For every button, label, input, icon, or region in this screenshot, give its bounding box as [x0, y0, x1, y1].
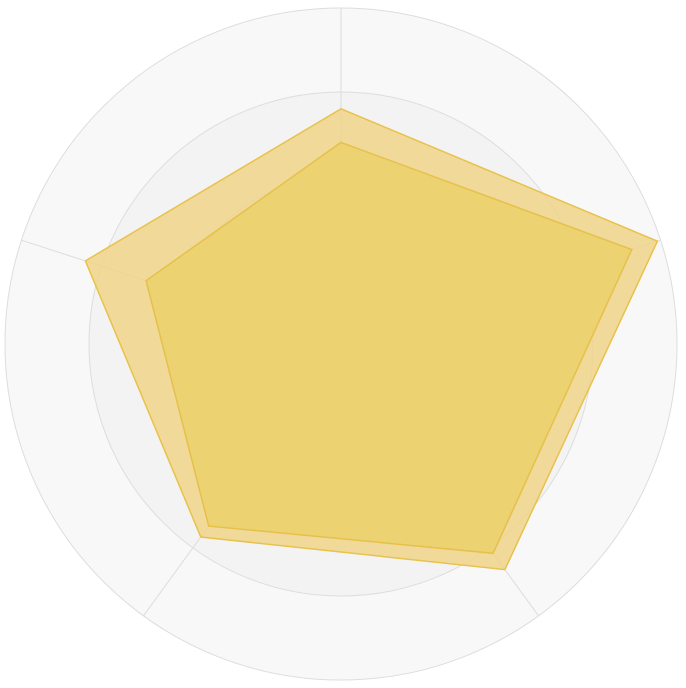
radar-series-area-2: [145, 141, 633, 555]
radar-series-layer: [84, 107, 659, 571]
